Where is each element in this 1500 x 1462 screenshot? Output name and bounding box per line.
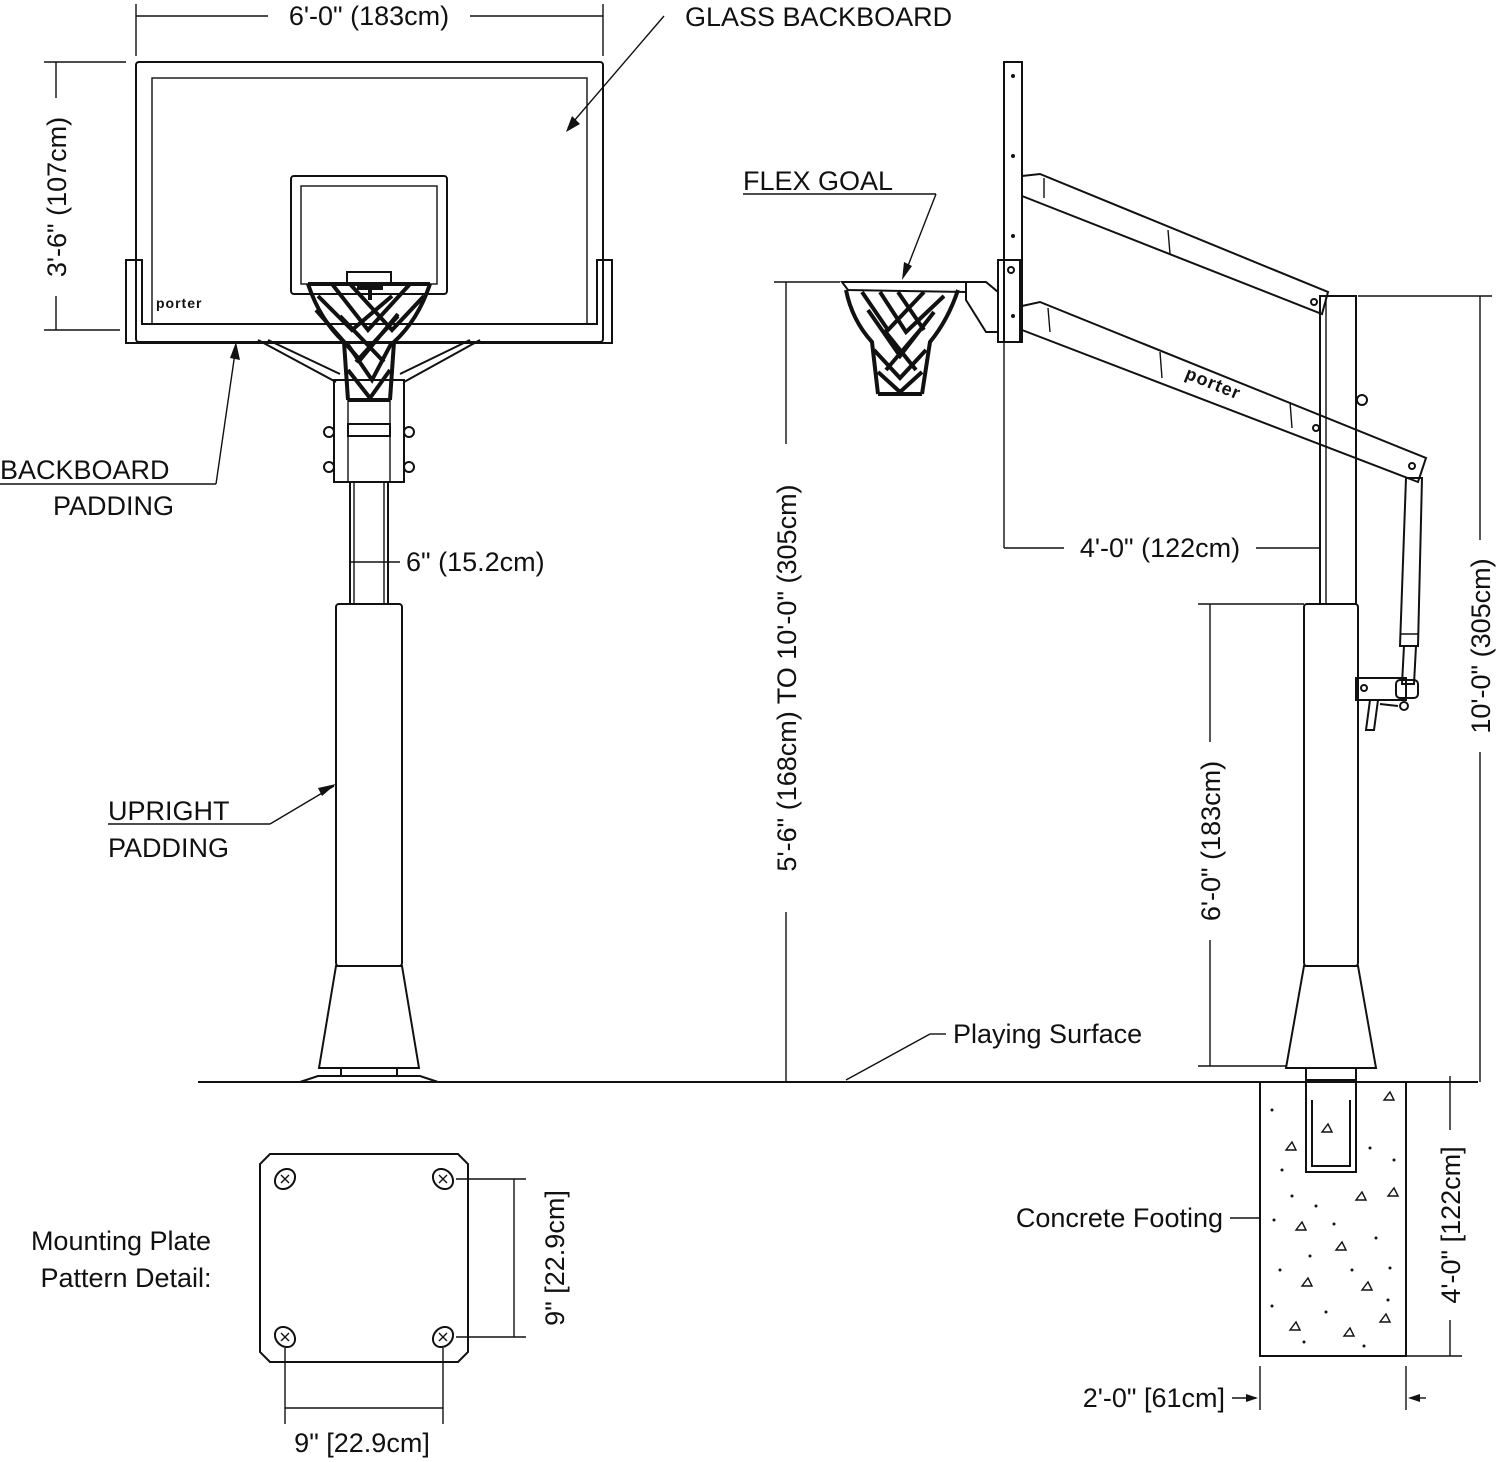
padding-height-dimension: 6'-0" (183cm) bbox=[1196, 603, 1304, 1067]
pole-size-dimension: 6" (15.2cm) bbox=[350, 547, 545, 577]
bolt-hole-bottom-left bbox=[273, 1325, 297, 1349]
height-range-dimension: 5'-6" (168cm) TO 10'-0" (305cm) bbox=[772, 281, 840, 1082]
brand-logo-front: porter bbox=[156, 295, 202, 311]
padding-height-label: 6'-0" (183cm) bbox=[1196, 761, 1226, 921]
mounting-plate-detail: Mounting Plate Pattern Detail: bbox=[31, 1153, 469, 1363]
backboard-width-label: 6'-0" (183cm) bbox=[289, 1, 449, 31]
side-view: porter bbox=[840, 61, 1428, 1357]
brand-logo-arm: porter bbox=[1183, 363, 1244, 403]
backboard-height-label: 3'-6" (107cm) bbox=[42, 117, 72, 277]
height-range-label: 5'-6" (168cm) TO 10'-0" (305cm) bbox=[772, 484, 802, 871]
mounting-plate bbox=[259, 1153, 469, 1363]
backboard-padding-label-1: BACKBOARD bbox=[0, 455, 170, 485]
front-pole bbox=[349, 481, 389, 605]
playing-surface-callout: Playing Surface bbox=[845, 1019, 1142, 1081]
glass-backboard-callout: GLASS BACKBOARD bbox=[566, 2, 952, 132]
glass-backboard-label: GLASS BACKBOARD bbox=[685, 2, 952, 32]
gas-strut bbox=[1398, 477, 1424, 647]
flex-goal-label: FLEX GOAL bbox=[743, 166, 893, 196]
flex-goal-callout: FLEX GOAL bbox=[743, 166, 937, 280]
upright-padding-label-1: UPRIGHT bbox=[108, 796, 230, 826]
footing-width-label: 2'-0" [61cm] bbox=[1083, 1383, 1225, 1413]
plate-width-label: 9" [22.9cm] bbox=[294, 1428, 430, 1458]
rim-height-dimension: 10'-0" (305cm) bbox=[1358, 295, 1496, 1082]
footing-width-dimension: 2'-0" [61cm] bbox=[1083, 1366, 1426, 1413]
concrete-footing bbox=[1259, 1081, 1407, 1357]
side-net bbox=[844, 289, 960, 396]
upright-padding bbox=[335, 603, 403, 967]
upper-arm bbox=[1021, 172, 1330, 316]
shooter-square bbox=[290, 175, 448, 295]
footing-depth-dimension: 4'-0" [122cm] bbox=[1406, 1076, 1466, 1357]
backboard-padding-label-2: PADDING bbox=[53, 491, 174, 521]
concrete-footing-callout: Concrete Footing bbox=[1016, 1203, 1260, 1233]
upright-padding-callout: UPRIGHT PADDING bbox=[108, 784, 336, 863]
front-net bbox=[306, 282, 432, 402]
backboard-width-dimension: 6'-0" (183cm) bbox=[135, 1, 604, 56]
bolt-hole-top-left bbox=[273, 1167, 297, 1191]
backboard-padding-callout: BACKBOARD PADDING bbox=[0, 342, 240, 521]
bolt-hole-bottom-right bbox=[431, 1325, 455, 1349]
mounting-plate-label-2: Pattern Detail: bbox=[40, 1263, 211, 1293]
rim-height-label: 10'-0" (305cm) bbox=[1466, 558, 1496, 733]
anchor-cage bbox=[1305, 1082, 1357, 1173]
front-view: porter bbox=[125, 61, 613, 1083]
side-upright-padding bbox=[1303, 603, 1359, 967]
pole-size-label: 6" (15.2cm) bbox=[406, 547, 545, 577]
overhang-dimension: 4'-0" (122cm) bbox=[1003, 342, 1320, 563]
side-base-cone bbox=[1284, 965, 1378, 1069]
lower-arm bbox=[1021, 300, 1428, 484]
backboard-height-dimension: 3'-6" (107cm) bbox=[42, 61, 126, 331]
side-rim bbox=[840, 281, 967, 294]
overhang-label: 4'-0" (122cm) bbox=[1080, 533, 1240, 563]
crank-assembly bbox=[1355, 677, 1407, 701]
base-cone bbox=[317, 965, 421, 1069]
playing-surface-label: Playing Surface bbox=[953, 1019, 1142, 1049]
plate-height-dimension: 9" [22.9cm] bbox=[456, 1178, 570, 1338]
upright-padding-label-2: PADDING bbox=[108, 833, 229, 863]
footing-depth-label: 4'-0" [122cm] bbox=[1436, 1146, 1466, 1303]
bolt-hole-top-right bbox=[431, 1167, 455, 1191]
concrete-footing-label: Concrete Footing bbox=[1016, 1203, 1223, 1233]
plate-width-dimension: 9" [22.9cm] bbox=[284, 1348, 444, 1458]
backboard-padding bbox=[125, 259, 613, 344]
mounting-plate-label-1: Mounting Plate bbox=[31, 1226, 211, 1256]
plate-height-label: 9" [22.9cm] bbox=[540, 1190, 570, 1326]
